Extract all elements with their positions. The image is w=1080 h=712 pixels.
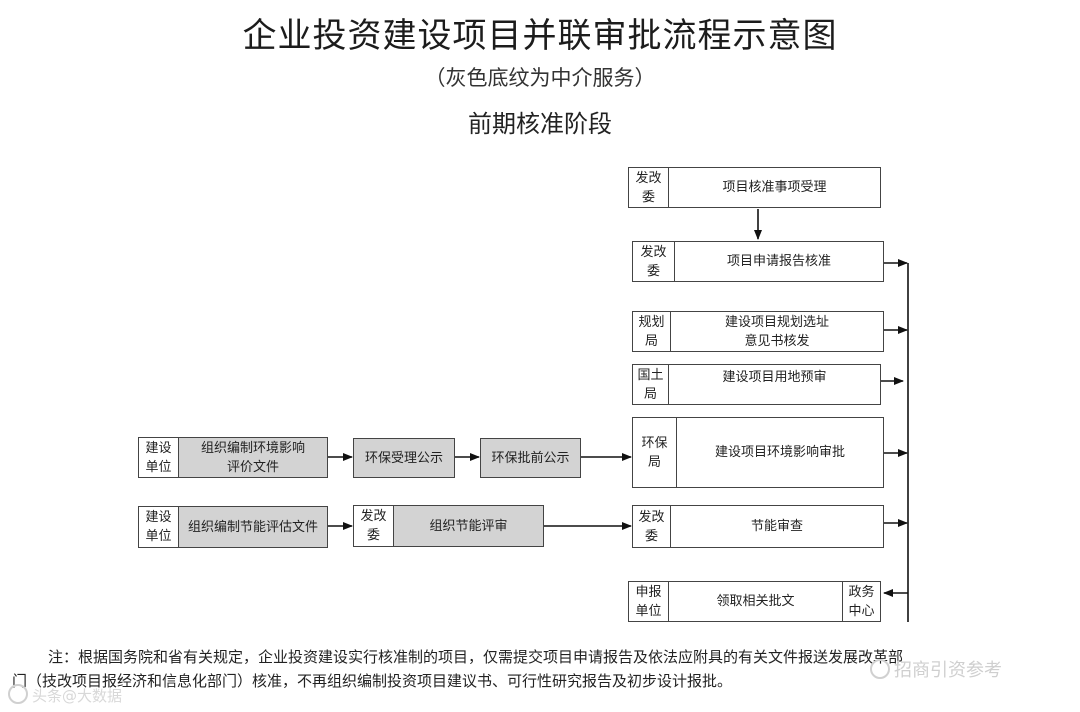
node-text: 建设项目用地预审 <box>722 370 827 385</box>
node-text: 组织编制环境影响评价文件 <box>200 440 305 475</box>
footnote-line-2: 门（技改项目报经济和信息化部门）核准，不再组织编制投资项目建议书、可行性研究报告… <box>12 672 733 690</box>
node-center-label: 政务中心 <box>842 582 880 621</box>
watermark-logo-icon <box>8 684 28 704</box>
node-dept-label: 发改委 <box>354 506 394 546</box>
node-env-assessment-prep: 建设单位 组织编制环境影响评价文件 <box>138 437 328 478</box>
node-env-pre-approval-notice: 环保批前公示 <box>480 438 581 478</box>
node-dept-label: 建设单位 <box>139 507 179 547</box>
stage-title: 前期核准阶段 <box>468 110 612 138</box>
node-text: 项目申请报告核准 <box>726 254 831 269</box>
node-text: 建设项目规划选址意见书核发 <box>724 314 829 349</box>
node-text: 环保批前公示 <box>491 450 570 466</box>
node-text: 项目核准事项受理 <box>722 180 827 195</box>
node-dept-label: 环保局 <box>633 418 677 487</box>
node-dept-label: 规划局 <box>633 312 671 351</box>
node-text: 节能审查 <box>750 519 803 534</box>
footnote-line-1: 注：根据国务院和省有关规定，企业投资建设实行核准制的项目，仅需提交项目申请报告及… <box>48 648 904 666</box>
node-text: 建设项目环境影响审批 <box>714 445 845 460</box>
node-land-preapproval: 国土局 建设项目用地预审 <box>632 364 881 405</box>
node-text: 组织编制节能评估文件 <box>187 519 318 535</box>
node-project-acceptance: 发改委 项目核准事项受理 <box>628 167 881 208</box>
footnote: 注：根据国务院和省有关规定，企业投资建设实行核准制的项目，仅需提交项目申请报告及… <box>12 645 1072 693</box>
node-text: 领取相关批文 <box>716 594 795 609</box>
page-title: 企业投资建设项目并联审批流程示意图 <box>242 16 838 56</box>
node-dept-label: 发改委 <box>629 168 669 207</box>
node-env-approval: 环保局 建设项目环境影响审批 <box>632 417 884 488</box>
node-text: 环保受理公示 <box>364 450 443 466</box>
watermark-right-text: 招商引资参考 <box>894 660 1002 681</box>
wechat-icon <box>870 659 890 679</box>
node-dept-label: 发改委 <box>633 242 675 281</box>
node-energy-review: 发改委 节能审查 <box>632 505 884 548</box>
node-energy-assessment-prep: 建设单位 组织编制节能评估文件 <box>138 506 328 548</box>
node-dept-label: 申报单位 <box>629 582 669 621</box>
node-dept-label: 国土局 <box>633 365 669 404</box>
node-dept-label: 建设单位 <box>139 438 179 477</box>
node-planning-site: 规划局 建设项目规划选址意见书核发 <box>632 311 884 352</box>
node-receive-documents: 申报单位 领取相关批文 政务中心 <box>628 581 881 622</box>
node-dept-label: 发改委 <box>633 506 671 547</box>
node-report-approval: 发改委 项目申请报告核准 <box>632 241 884 282</box>
page-subtitle: （灰色底纹为中介服务） <box>424 66 656 90</box>
node-energy-review-org: 发改委 组织节能评审 <box>353 505 544 547</box>
watermark-left: 头条@大数据 <box>8 684 122 706</box>
watermark-left-text: 头条@大数据 <box>32 687 123 705</box>
node-text: 组织节能评审 <box>429 518 508 534</box>
watermark-right: 招商引资参考 <box>870 656 1002 682</box>
node-env-acceptance-notice: 环保受理公示 <box>353 438 455 478</box>
